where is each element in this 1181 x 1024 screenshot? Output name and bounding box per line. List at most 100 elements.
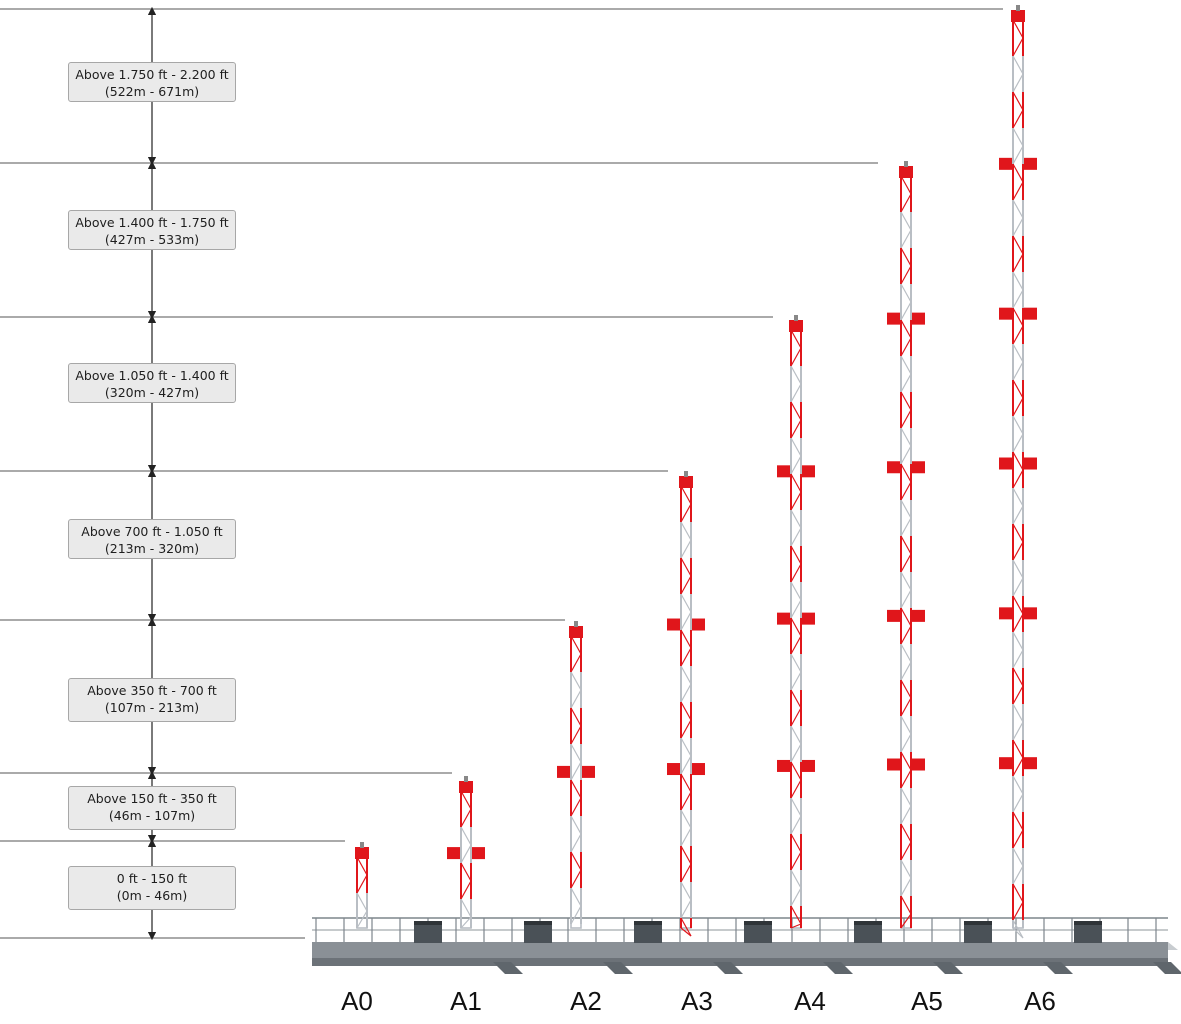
mast-brace [900, 589, 912, 609]
mast-brace [680, 827, 692, 847]
mast-brace [790, 527, 802, 547]
mast-brace [680, 737, 692, 757]
mast-brace [680, 927, 692, 937]
band-range-ft: Above 350 ft - 700 ft [87, 683, 217, 698]
mast-brace [1012, 793, 1024, 813]
mast-brace [1012, 145, 1024, 165]
mast-brace [1012, 685, 1024, 705]
mast-brace [790, 437, 802, 457]
mast-brace [680, 899, 692, 919]
mast-brace [900, 679, 912, 699]
mast-brace [790, 365, 802, 385]
mast-brace [1012, 577, 1024, 597]
mast-brace [900, 823, 912, 843]
mast-brace [790, 473, 802, 493]
mast-brace [680, 593, 692, 613]
mast-brace [790, 653, 802, 673]
obstruction-light [777, 612, 790, 625]
mast-brace [680, 557, 692, 577]
mast-brace [900, 553, 912, 573]
mast-brace [900, 787, 912, 807]
obstruction-light [912, 461, 925, 474]
mast-brace [790, 833, 802, 853]
mast-brace [900, 445, 912, 465]
band-label: Above 150 ft - 350 ft(46m - 107m) [68, 786, 236, 830]
mast-brace [1012, 379, 1024, 399]
mast-brace [900, 697, 912, 717]
mast-brace [900, 481, 912, 501]
obstruction-light [802, 465, 815, 478]
stair [603, 962, 633, 974]
mast-brace [900, 535, 912, 555]
top-beacon [789, 320, 803, 332]
mast-brace [460, 844, 472, 864]
mast-brace [790, 401, 802, 421]
lightning-rod [1016, 5, 1020, 11]
mast-brace [1012, 829, 1024, 849]
mast-brace [680, 791, 692, 811]
mast-brace [356, 856, 368, 876]
obstruction-light [887, 609, 900, 622]
mast-brace [900, 355, 912, 375]
mast-brace [1012, 739, 1024, 759]
obstruction-light [999, 307, 1012, 320]
mast-brace [1012, 271, 1024, 291]
obstruction-light [447, 847, 460, 860]
obstruction-light [692, 618, 705, 631]
mast-brace [356, 874, 368, 894]
obstruction-light [802, 612, 815, 625]
mast-brace [570, 671, 582, 691]
mast-brace [900, 769, 912, 789]
mast-brace [900, 607, 912, 627]
mast-brace [680, 683, 692, 703]
mast-brace [900, 211, 912, 231]
mast-brace [570, 869, 582, 889]
mast-brace [460, 790, 472, 810]
stair [823, 962, 853, 974]
mast-brace [570, 635, 582, 655]
mast-brace [900, 337, 912, 357]
mast-brace [680, 719, 692, 739]
mast-brace [1012, 307, 1024, 327]
mast-brace [680, 809, 692, 829]
mast-brace [1012, 289, 1024, 309]
mast-brace [1012, 541, 1024, 561]
lightning-rod [684, 471, 688, 477]
band-range-m: (0m - 46m) [116, 888, 188, 903]
band-range-m: (320m - 427m) [104, 385, 200, 400]
mast-brace [900, 859, 912, 879]
mast-brace [790, 329, 802, 349]
mast-brace [1012, 397, 1024, 417]
mast-brace [1012, 217, 1024, 237]
mast-brace [900, 751, 912, 771]
mast-brace [1012, 487, 1024, 507]
mast-brace [790, 743, 802, 763]
mast-brace [1012, 595, 1024, 615]
mast-brace [790, 509, 802, 529]
tower-a0 [355, 842, 369, 929]
mast-brace [460, 916, 472, 929]
mast-brace [1012, 253, 1024, 273]
mast-brace [1012, 433, 1024, 453]
mast-brace [790, 887, 802, 907]
obstruction-light [472, 847, 485, 860]
mast-brace [570, 725, 582, 745]
mast-brace [680, 629, 692, 649]
obstruction-light [667, 763, 680, 776]
obstruction-light [999, 607, 1012, 620]
platform-shadow [312, 958, 1168, 966]
mast-brace [790, 761, 802, 781]
mast-brace [1012, 757, 1024, 777]
mast-brace [1012, 811, 1024, 831]
mast-brace [570, 851, 582, 871]
tower-label-a4: A4 [794, 986, 826, 1016]
mast-brace [356, 892, 368, 912]
mast-brace [1012, 73, 1024, 93]
equipment-shelter [524, 921, 552, 943]
mast-brace [1012, 163, 1024, 183]
mast-brace [790, 905, 802, 925]
towers [355, 5, 1037, 939]
mast-brace [900, 301, 912, 321]
mast-brace [680, 917, 692, 937]
obstruction-light [582, 765, 595, 778]
